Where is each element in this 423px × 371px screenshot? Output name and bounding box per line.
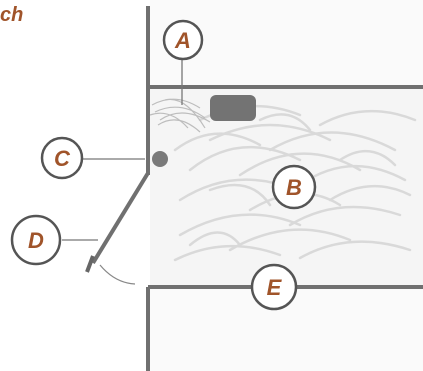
callout-d-ring: [10, 214, 62, 266]
door-handle: [85, 255, 95, 273]
callout-e-letter: E: [267, 275, 283, 300]
callout-c-letter: C: [54, 146, 71, 171]
callout-e-ring: [250, 263, 298, 311]
callout-c-ring: [40, 136, 84, 180]
leader-lines: [62, 59, 183, 241]
door-swing-arc: [99, 264, 136, 285]
sensor-box: [210, 95, 256, 121]
hay-tuft: [149, 98, 211, 133]
title-fragment: ch: [0, 4, 24, 26]
callout-b-letter: B: [286, 175, 302, 200]
callout-a: A: [162, 19, 204, 61]
callout-b: B: [271, 164, 317, 210]
callout-a-ring: [162, 19, 204, 61]
callout-c: C: [40, 136, 84, 180]
chute-door: [91, 171, 150, 265]
callout-a-letter: A: [174, 28, 191, 53]
latch-knob: [152, 151, 168, 167]
callout-d: D: [10, 214, 62, 266]
callout-d-letter: D: [28, 228, 44, 253]
callout-b-ring: [271, 164, 317, 210]
callout-e: E: [250, 263, 298, 311]
